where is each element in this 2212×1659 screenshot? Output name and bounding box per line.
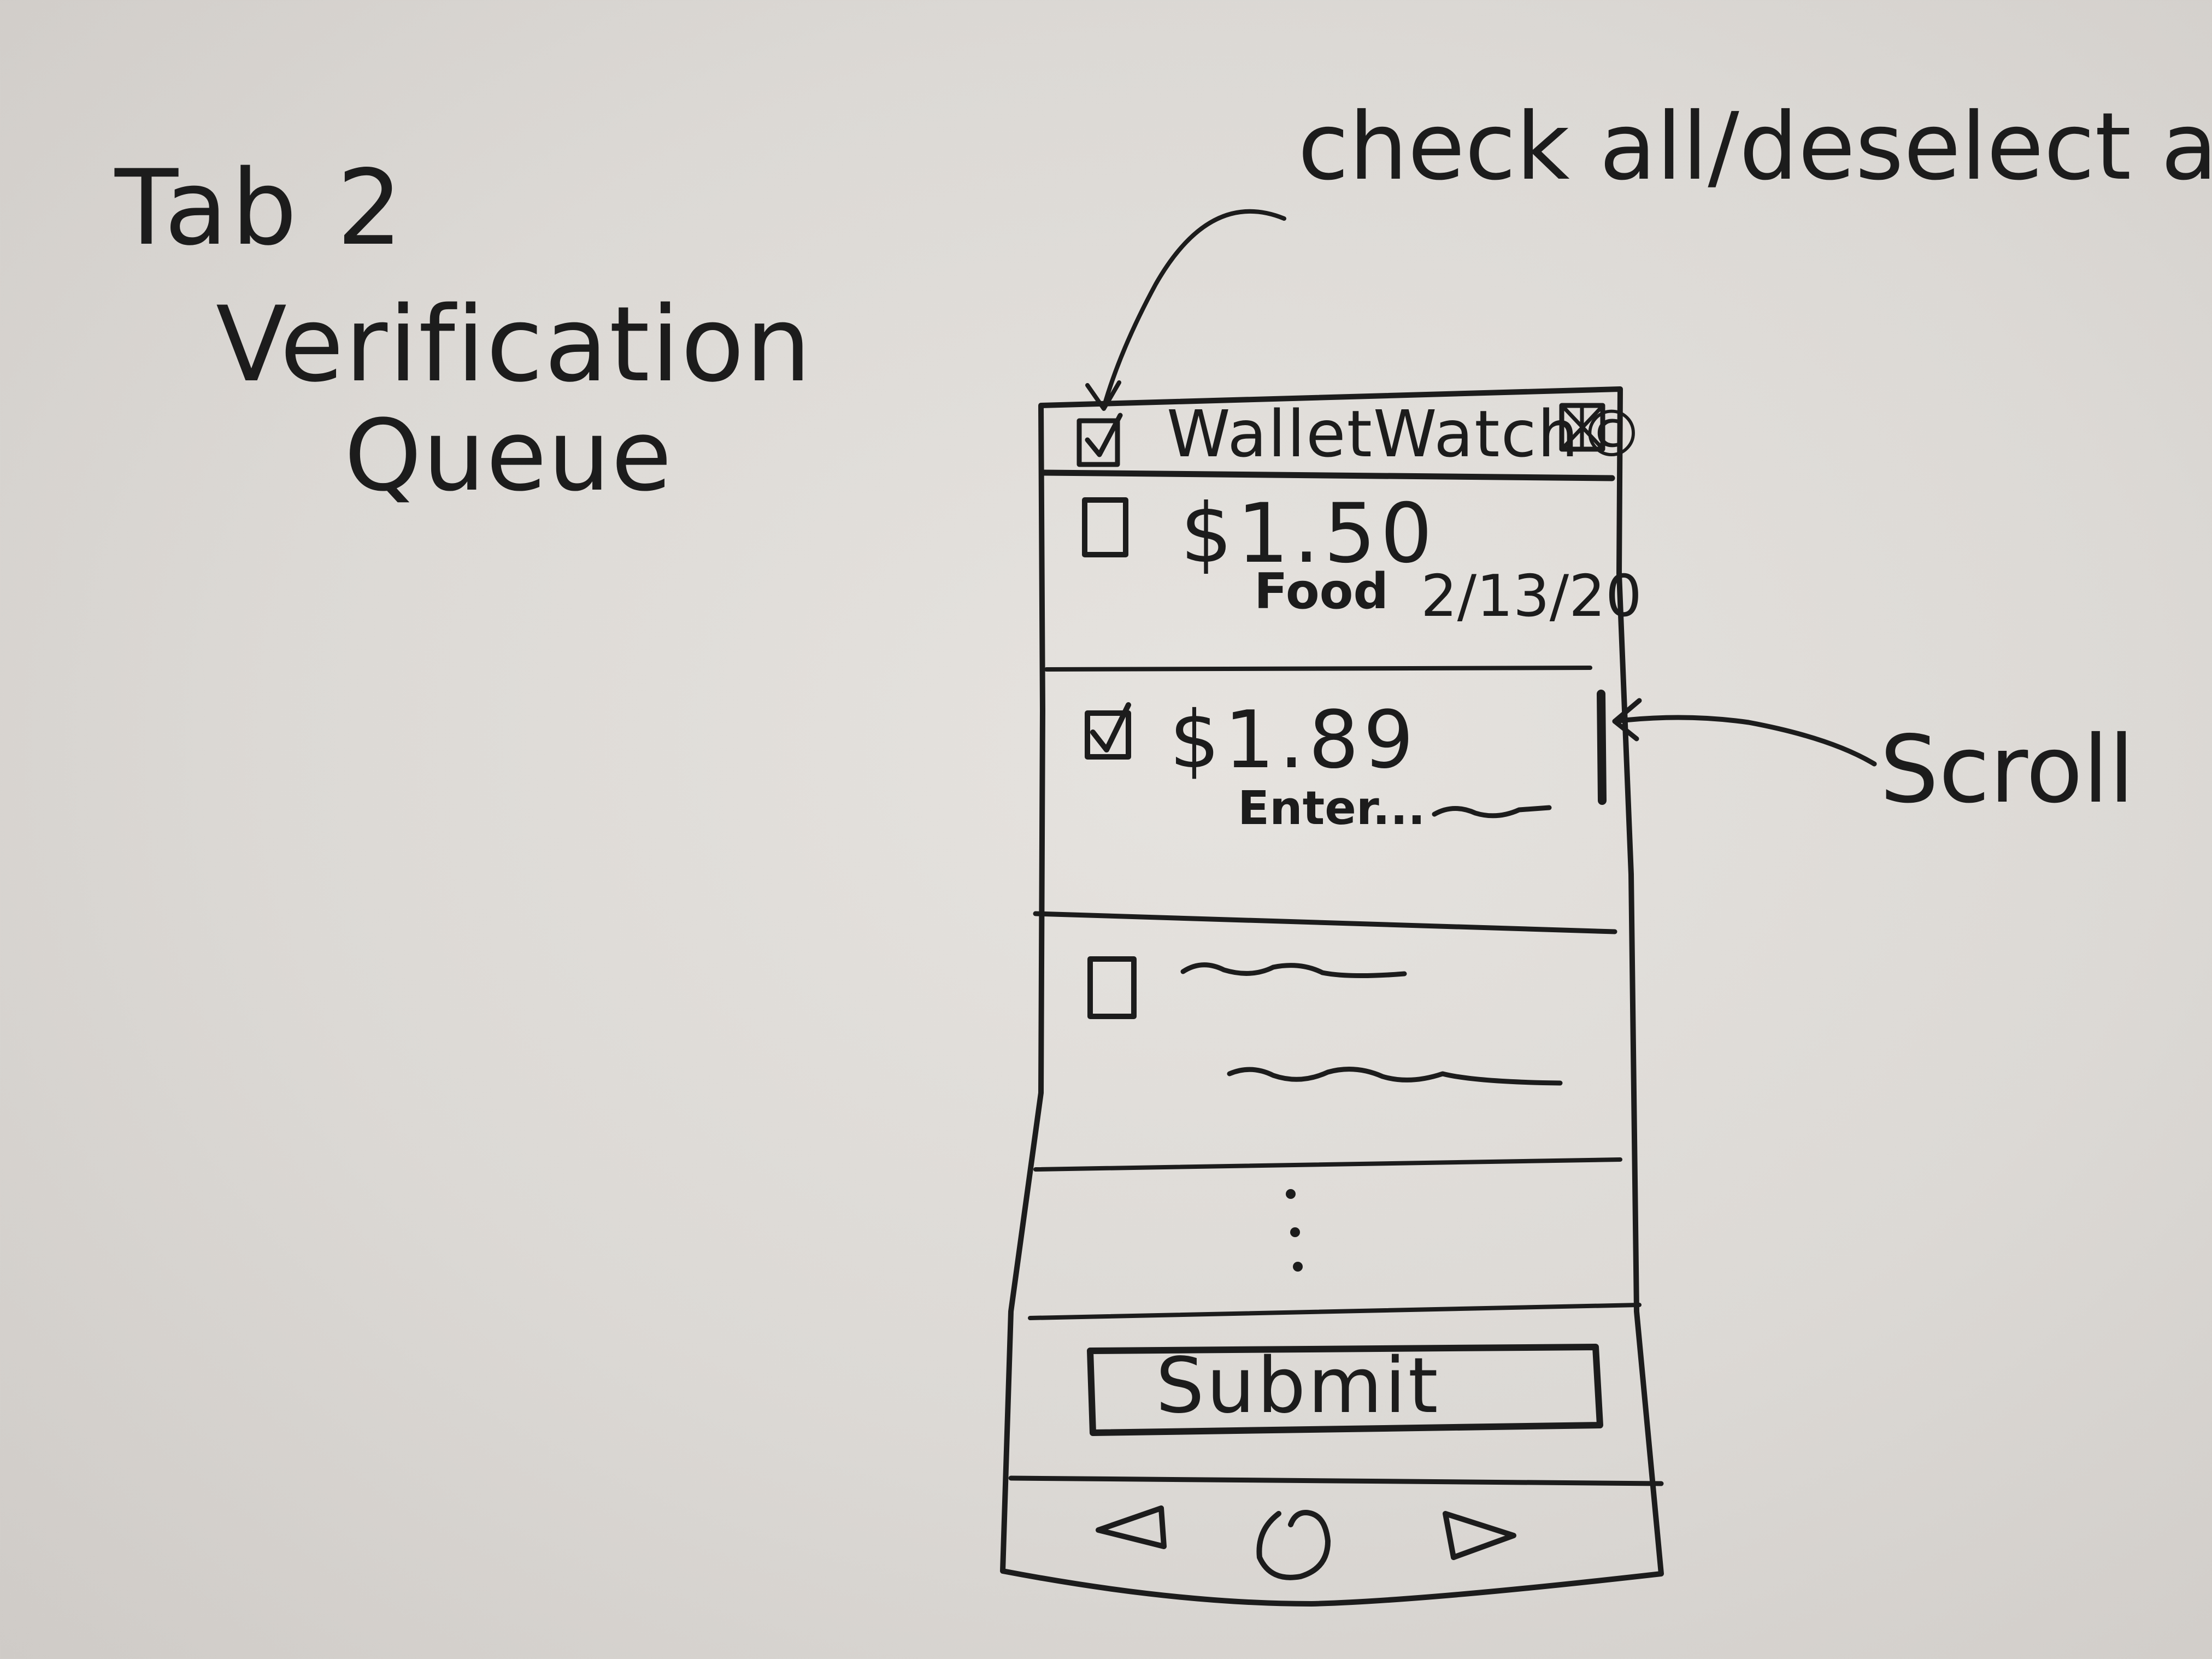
row-1-checkbox[interactable] bbox=[1079, 492, 1134, 557]
annotation-scroll: Scroll bbox=[1880, 716, 2135, 824]
more-rows-ellipsis bbox=[1286, 1189, 1303, 1272]
check-all-icon bbox=[1076, 413, 1123, 467]
nav-forward-icon[interactable] bbox=[1434, 1497, 1522, 1563]
phone-frame bbox=[1000, 386, 1664, 1607]
row-divider-3 bbox=[1033, 1157, 1622, 1172]
scrollbar[interactable] bbox=[1593, 689, 1615, 809]
row-2-placeholder bbox=[1432, 805, 1552, 819]
annotation-arrow-check-all bbox=[1102, 209, 1286, 409]
row-1-checkbox-glyph bbox=[1082, 497, 1128, 557]
submit-label: Submit bbox=[1156, 1342, 1440, 1431]
scrollbar-thumb bbox=[1597, 690, 1607, 805]
annotation-arrow-scroll bbox=[1612, 715, 1877, 767]
row-3-placeholder-1 bbox=[1180, 962, 1407, 979]
row-divider-4 bbox=[1028, 1303, 1642, 1320]
nav-forward-glyph bbox=[1443, 1511, 1516, 1560]
nav-home-glyph bbox=[1256, 1510, 1331, 1580]
row-1-date: 2/13/20 bbox=[1421, 563, 1642, 630]
sketch-title-line-1: Tab 2 bbox=[115, 148, 406, 268]
close-icon[interactable] bbox=[1557, 402, 1607, 451]
row-2-checkbox-glyph bbox=[1085, 702, 1131, 760]
row-1-category: Food bbox=[1254, 563, 1389, 620]
sketch-title-line-3: Queue bbox=[344, 399, 673, 513]
row-3-placeholder-2 bbox=[1227, 1067, 1563, 1086]
close-icon-glyph bbox=[1559, 403, 1605, 452]
submit-button-frame bbox=[1087, 1344, 1603, 1436]
app-title: WalletWatch© bbox=[1167, 396, 1645, 472]
row-2-category: Enter... bbox=[1238, 781, 1426, 836]
row-divider-1 bbox=[1044, 666, 1592, 672]
nav-back-glyph bbox=[1096, 1505, 1167, 1549]
nav-home-icon[interactable] bbox=[1251, 1503, 1339, 1585]
row-2-checkbox[interactable] bbox=[1079, 702, 1134, 762]
row-divider-2 bbox=[1033, 911, 1617, 934]
row-3-checkbox-glyph bbox=[1087, 956, 1137, 1019]
nav-back-icon[interactable] bbox=[1090, 1500, 1172, 1560]
row-3-checkbox[interactable] bbox=[1087, 951, 1142, 1022]
submit-button[interactable] bbox=[1090, 1344, 1598, 1434]
row-2-amount: $1.89 bbox=[1169, 694, 1419, 786]
nav-divider bbox=[1008, 1475, 1664, 1486]
sketch-title-line-2: Verification bbox=[216, 284, 813, 405]
check-all-checkbox[interactable] bbox=[1074, 413, 1123, 467]
annotation-check-all: check all/deselect all bbox=[1298, 93, 2212, 201]
header-divider bbox=[1040, 469, 1615, 481]
row-1-amount: $1.50 bbox=[1180, 486, 1437, 581]
